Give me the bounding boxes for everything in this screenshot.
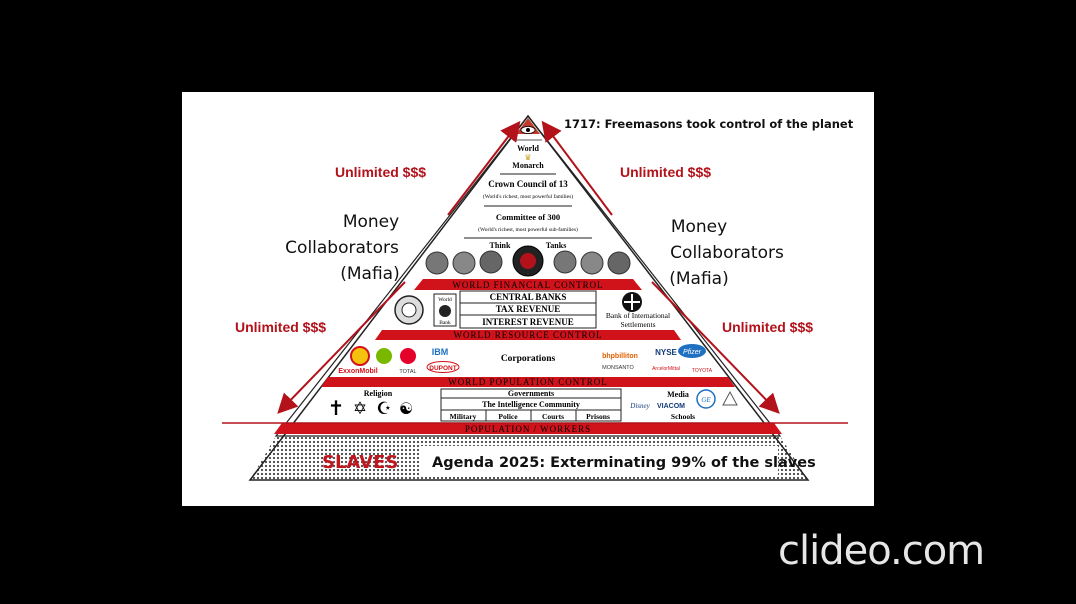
media-pyramid-icon — [722, 390, 738, 406]
corporation-logos-left — [350, 346, 416, 366]
ibm-logo: IBM — [432, 347, 449, 357]
tax-revenue-label: TAX REVENUE — [496, 304, 561, 314]
think-label: Think — [490, 241, 511, 250]
unlimited-bottom-right: Unlimited $$$ — [722, 319, 813, 335]
workers-band — [274, 423, 782, 434]
bis-logo — [622, 292, 642, 312]
slaves-label: SLAVES — [322, 452, 398, 473]
world-bank-label-1: World — [438, 297, 452, 303]
resource-band-label: WORLD RESOURCE CONTROL — [453, 330, 602, 340]
money-left-3: (Mafia) — [340, 264, 399, 284]
media-label: Media — [667, 390, 689, 399]
unlimited-top-left: Unlimited $$$ — [335, 164, 426, 180]
total-logo: TOTAL — [399, 369, 416, 375]
toyota-logo: TOYOTA — [692, 368, 713, 374]
courts-label: Courts — [542, 412, 564, 421]
cross-icon: ✝ — [328, 396, 345, 420]
population-band — [321, 377, 735, 387]
central-banks-label: CENTRAL BANKS — [490, 292, 567, 302]
disney-logo: Disney — [629, 402, 650, 410]
clideo-watermark: clideo.com — [778, 528, 985, 574]
money-left-2: Collaborators — [285, 238, 399, 258]
ge-logo: GE — [701, 396, 711, 404]
top-note: 1717: Freemasons took control of the pla… — [564, 117, 854, 131]
bis-label-1: Bank of International — [606, 311, 670, 320]
financial-band — [414, 279, 642, 290]
money-right-1: Money — [671, 217, 727, 237]
tanks-label: Tanks — [546, 241, 567, 250]
star-of-david-icon: ✡ — [353, 399, 367, 419]
resource-band — [375, 330, 681, 340]
crescent-icon: ☪ — [376, 399, 391, 419]
population-band-label: WORLD POPULATION CONTROL — [448, 377, 608, 387]
world-bank-label-2: Bank — [439, 320, 451, 326]
dupont-logo: DUPONT — [429, 365, 456, 372]
governments-label: Governments — [508, 389, 554, 398]
monarch-label-1: World — [517, 144, 539, 153]
monarch-label-2: Monarch — [512, 161, 544, 170]
nyse-logo: NYSE — [655, 348, 677, 357]
unlimited-bottom-left: Unlimited $$$ — [235, 319, 326, 335]
money-left-1: Money — [343, 212, 399, 232]
committee-subtitle: (World's richest, most powerful sub-fami… — [478, 226, 578, 233]
bhp-logo: bhpbilliton — [602, 353, 638, 360]
financial-band-label: WORLD FINANCIAL CONTROL — [452, 280, 603, 290]
exxon-logo: ExxonMobil — [338, 368, 377, 375]
viacom-logo: VIACOM — [657, 403, 685, 410]
arrow-down-right — [651, 281, 780, 414]
committee-title: Committee of 300 — [496, 212, 560, 222]
workers-band-label: POPULATION / WORKERS — [465, 424, 591, 434]
yin-yang-icon: ☯ — [399, 399, 413, 418]
money-right-2: Collaborators — [670, 243, 784, 263]
arrow-down-left — [277, 281, 406, 414]
arrow-up-left — [447, 120, 521, 216]
agenda-label: Agenda 2025: Exterminating 99% of the sl… — [432, 455, 816, 471]
monsanto-logo: MONSANTO — [602, 365, 634, 371]
money-right-3: (Mafia) — [669, 269, 728, 289]
military-label: Military — [450, 412, 477, 421]
ge-logo-icon — [696, 389, 716, 409]
crown-council-subtitle: (World's richest, most powerful families… — [483, 193, 573, 200]
intelligence-label: The Intelligence Community — [482, 400, 580, 409]
crown-icon: ♛ — [524, 153, 531, 162]
corporations-title: Corporations — [501, 354, 556, 364]
interest-revenue-label: INTEREST REVENUE — [482, 317, 574, 327]
agenda-box — [420, 446, 778, 476]
prisons-label: Prisons — [586, 412, 610, 421]
police-label: Police — [498, 412, 518, 421]
arrow-up-right — [541, 120, 613, 216]
unlimited-top-right: Unlimited $$$ — [620, 164, 711, 180]
bis-label-2: Settlements — [621, 320, 656, 329]
pfizer-logo: Pfizer — [683, 349, 702, 356]
religion-label: Religion — [364, 389, 393, 398]
schools-label: Schools — [671, 412, 695, 421]
crown-council-title: Crown Council of 13 — [488, 179, 568, 189]
arcelor-logo: ArcelorMittal — [652, 366, 680, 372]
think-tank-seals — [425, 245, 631, 277]
